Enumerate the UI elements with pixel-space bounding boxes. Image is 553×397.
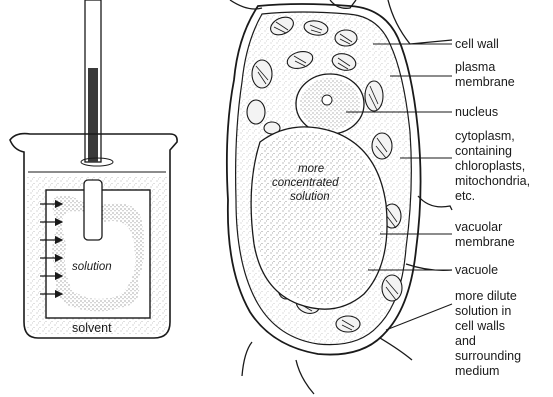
label-plasma-membrane: plasma membrane: [455, 60, 515, 89]
thistle-tube: [85, 0, 101, 162]
plant-cell: more concentrated solution: [227, 0, 452, 394]
vacuole: [251, 127, 387, 309]
label-cytoplasm: cytoplasm, containing chloroplasts, mito…: [455, 129, 534, 203]
vacuole-label-line-1: more: [298, 163, 324, 175]
leader-dilute-solution: [386, 304, 452, 330]
label-vacuolar-membrane: vacuolar membrane: [455, 220, 515, 249]
beaker-apparatus: solution solvent: [10, 0, 177, 338]
label-cell-wall: cell wall: [455, 37, 499, 51]
solvent-label: solvent: [72, 321, 112, 335]
callout-labels: cell wall plasma membrane nucleus cytopl…: [455, 37, 534, 378]
nucleus: [296, 74, 364, 134]
label-dilute-solution: more dilute solution in cell walls and s…: [455, 289, 525, 378]
vacuole-label-line-3: solution: [290, 191, 330, 203]
label-nucleus: nucleus: [455, 105, 498, 119]
label-vacuole: vacuole: [455, 263, 498, 277]
vacuole-label-line-2: concentrated: [272, 177, 339, 189]
solution-label: solution: [72, 261, 112, 273]
tube-liquid-column: [88, 68, 98, 162]
